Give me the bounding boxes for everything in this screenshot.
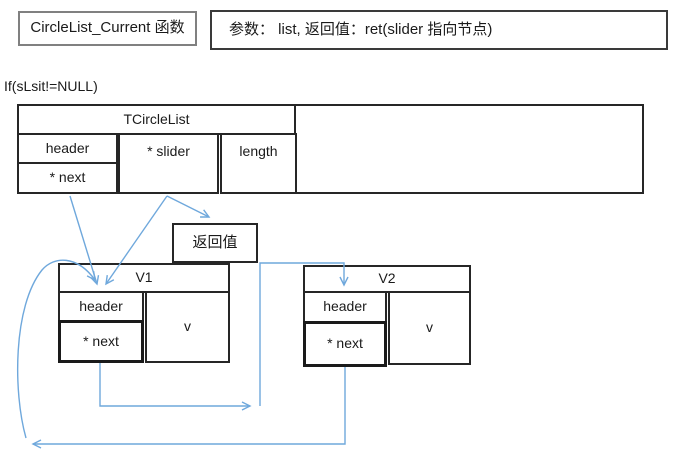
tcirclelist-next-cell: * next [17, 162, 118, 194]
tcirclelist-slider-cell: * slider [118, 133, 219, 194]
arrow-v2-next-loop-bottom [31, 367, 346, 449]
node-v1-title: V1 [58, 263, 230, 293]
return-value-box: 返回值 [172, 223, 258, 263]
node-v2-title: V2 [303, 265, 471, 293]
node-v2-next-cell: * next [303, 321, 387, 367]
tcirclelist-empty-cell [294, 104, 644, 194]
node-v2-header-cell: header [303, 291, 387, 323]
tcirclelist-title-cell: TCircleList [17, 104, 296, 135]
tcirclelist-length-cell: length [220, 133, 297, 194]
node-v1-value-cell: v [145, 291, 230, 363]
function-title-box: CircleList_Current 函数 [18, 11, 197, 46]
tcirclelist-header-cell: header [17, 133, 118, 164]
node-v2-value-cell: v [388, 291, 471, 365]
node-v1-header-cell: header [58, 291, 144, 322]
condition-label: If(sLsit!=NULL) [4, 78, 98, 94]
node-v1-next-cell: * next [58, 320, 144, 363]
arrow-v1-next-elbow [99, 363, 252, 411]
params-box: 参数： list, 返回值：ret(slider 指向节点) [210, 10, 668, 50]
arrow-tcl-slider-to-return [166, 195, 211, 218]
